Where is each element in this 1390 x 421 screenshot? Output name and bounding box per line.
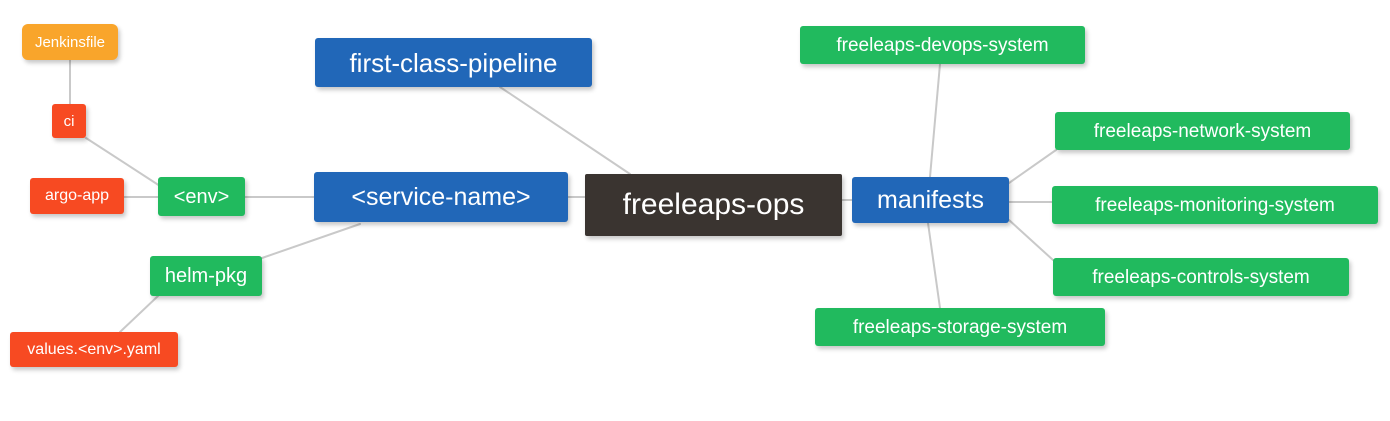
edge-controls-to-manifests <box>1008 219 1054 261</box>
node-controls[interactable]: freeleaps-controls-system <box>1053 258 1349 296</box>
edge-ci-to-env <box>85 137 161 187</box>
node-root[interactable]: freeleaps-ops <box>585 174 842 236</box>
node-values-yaml[interactable]: values.<env>.yaml <box>10 332 178 367</box>
node-monitoring[interactable]: freeleaps-monitoring-system <box>1052 186 1378 224</box>
node-helm-pkg[interactable]: helm-pkg <box>150 256 262 296</box>
node-jenkinsfile[interactable]: Jenkinsfile <box>22 24 118 60</box>
node-storage[interactable]: freeleaps-storage-system <box>815 308 1105 346</box>
node-devops[interactable]: freeleaps-devops-system <box>800 26 1085 64</box>
edge-network-to-manifests <box>1008 149 1057 184</box>
node-manifests[interactable]: manifests <box>852 177 1009 223</box>
node-network[interactable]: freeleaps-network-system <box>1055 112 1350 150</box>
edge-devops-to-manifests <box>929 63 941 178</box>
edge-pipeline-to-root <box>499 86 631 175</box>
node-pipeline[interactable]: first-class-pipeline <box>315 38 592 87</box>
edge-service-name-to-helm-pkg <box>261 223 361 259</box>
edge-helm-pkg-to-values-yaml <box>119 295 159 333</box>
edge-storage-to-manifests <box>927 222 941 309</box>
node-argo-app[interactable]: argo-app <box>30 178 124 214</box>
node-env[interactable]: <env> <box>158 177 245 216</box>
node-ci[interactable]: ci <box>52 104 86 138</box>
node-service-name[interactable]: <service-name> <box>314 172 568 222</box>
